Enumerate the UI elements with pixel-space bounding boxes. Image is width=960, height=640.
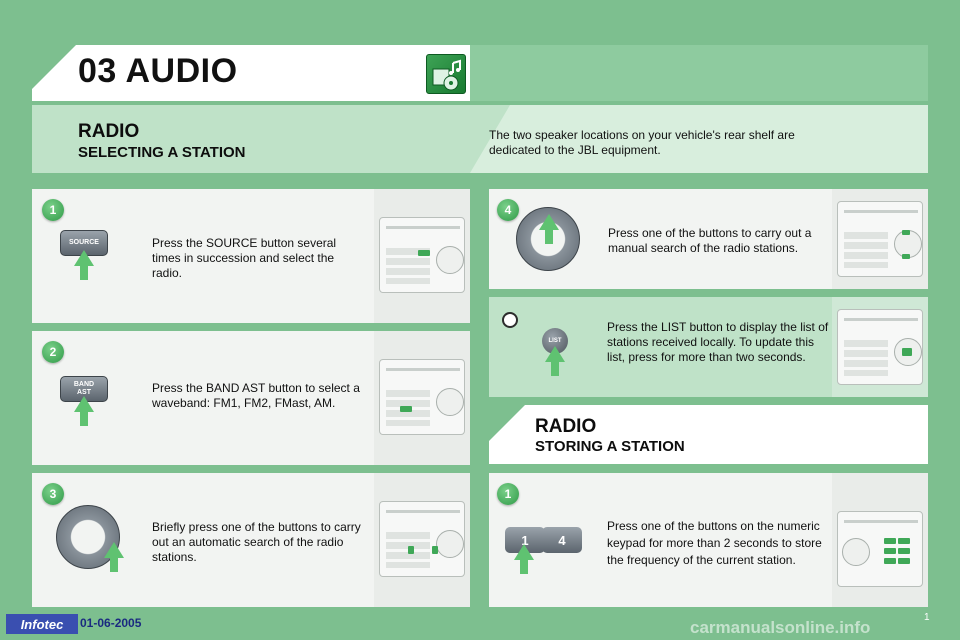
step-number: 2 bbox=[42, 341, 64, 363]
arrow-up-icon bbox=[104, 542, 124, 558]
storing-header bbox=[489, 405, 928, 464]
radio-illustration bbox=[374, 331, 470, 465]
button-label: BAND bbox=[73, 381, 95, 388]
radio-unit-image bbox=[837, 201, 923, 277]
step-text: Press one of the buttons on the numeric … bbox=[607, 519, 822, 567]
arrow-up-icon bbox=[539, 214, 559, 230]
step-text: Briefly press one of the buttons to carr… bbox=[152, 520, 361, 564]
button-label: AST bbox=[77, 389, 91, 396]
footer-date: 01-06-2005 bbox=[80, 616, 142, 630]
step-number: 1 bbox=[497, 483, 519, 505]
title-strip bbox=[470, 45, 928, 101]
step-text: Press one of the buttons to carry out a … bbox=[608, 226, 812, 255]
music-icon bbox=[426, 54, 466, 94]
radio-illustration bbox=[832, 189, 928, 289]
section-heading: RADIO bbox=[78, 121, 140, 142]
arrow-up-icon bbox=[514, 544, 534, 560]
step-number: 4 bbox=[497, 199, 519, 221]
infotec-logo: Infotec bbox=[6, 614, 78, 634]
step-text: Press the BAND AST button to select a wa… bbox=[152, 381, 360, 410]
step-panel-2 bbox=[32, 331, 470, 465]
step-number: 1 bbox=[42, 199, 64, 221]
tip-text: Press the LIST button to display the lis… bbox=[607, 320, 829, 364]
radio-illustration bbox=[832, 297, 928, 397]
list-panel bbox=[489, 297, 928, 397]
arrow-up-icon bbox=[545, 228, 553, 244]
radio-unit-image bbox=[379, 501, 465, 577]
radio-illustration bbox=[832, 473, 928, 607]
page-title: 03 AUDIO bbox=[78, 52, 238, 90]
section-heading: RADIO bbox=[535, 416, 597, 437]
arrow-up-icon bbox=[74, 396, 94, 412]
preset-button-4: 4 bbox=[542, 527, 582, 553]
arrow-up-icon bbox=[520, 558, 528, 574]
section-subheading: STORING A STATION bbox=[535, 438, 685, 455]
arrow-up-icon bbox=[110, 556, 118, 572]
radio-unit-image bbox=[379, 359, 465, 435]
step-text: Press the SOURCE button several times in… bbox=[152, 236, 337, 280]
page-number: 1 bbox=[924, 612, 930, 623]
arrow-up-icon bbox=[74, 250, 94, 266]
radio-unit-image bbox=[379, 217, 465, 293]
radio-unit-image bbox=[837, 309, 923, 385]
step-panel-1 bbox=[32, 189, 470, 323]
radio-illustration bbox=[374, 473, 470, 607]
radio-unit-image bbox=[837, 511, 923, 587]
arrow-up-icon bbox=[80, 410, 88, 426]
speaker-note: The two speaker locations on your vehicl… bbox=[489, 128, 795, 157]
direction-pad-icon bbox=[56, 505, 120, 569]
arrow-up-icon bbox=[551, 360, 559, 376]
watermark: carmanualsonline.info bbox=[690, 618, 871, 637]
arrow-up-icon bbox=[545, 346, 565, 362]
lightbulb-icon bbox=[502, 312, 518, 328]
radio-illustration bbox=[374, 189, 470, 323]
step-number: 3 bbox=[42, 483, 64, 505]
title-bar bbox=[32, 45, 470, 101]
section-subheading: SELECTING A STATION bbox=[78, 144, 246, 161]
arrow-up-icon bbox=[80, 264, 88, 280]
section-band-note-area bbox=[470, 105, 928, 173]
